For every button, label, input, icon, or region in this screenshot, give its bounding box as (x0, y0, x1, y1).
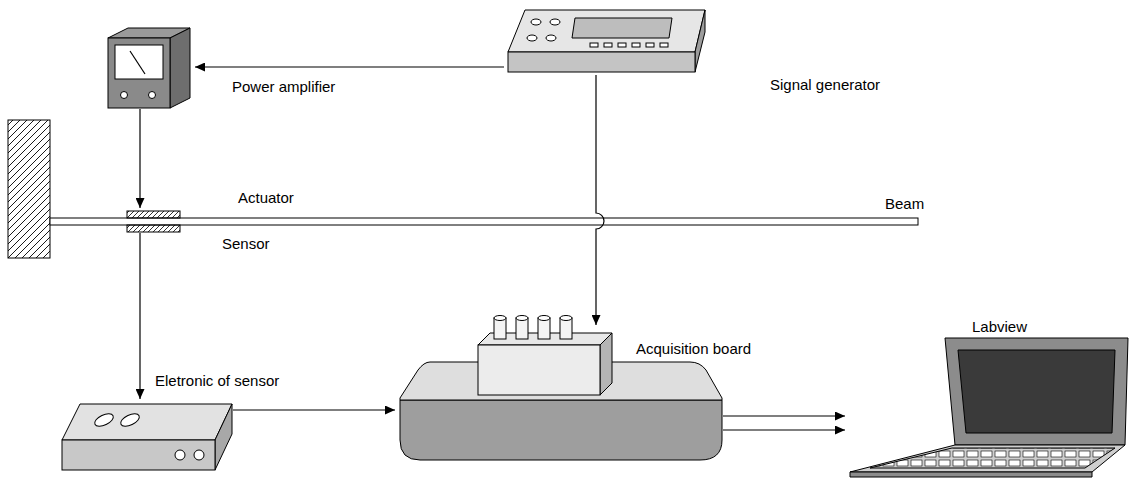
signal-generator-icon (508, 10, 705, 72)
sensor-electronics: Eletronic of sensor (62, 402, 232, 472)
actuator-patch: Actuator (127, 211, 180, 218)
part-label: Beam (885, 195, 924, 212)
device-label: Sensor (222, 235, 270, 252)
sensor-patch (127, 225, 180, 232)
actuator-patch (127, 211, 180, 218)
beam (50, 218, 918, 225)
laptop-icon (850, 338, 1128, 477)
sensor-patch: Sensor (127, 225, 180, 232)
sensor-electronics-icon (62, 404, 232, 470)
device-label: Actuator (238, 189, 294, 206)
signal-arrow (233, 409, 395, 410)
acquisition-board-icon (400, 316, 722, 461)
signal-generator: Signal generator (505, 8, 706, 74)
device-label: Eletronic of sensor (155, 372, 279, 389)
labview-laptop: Labview (848, 338, 1130, 477)
device-label: Labview (972, 318, 1027, 335)
signal-arrow (195, 66, 504, 67)
device-label: Signal generator (770, 76, 880, 93)
signal-arrow (139, 109, 140, 208)
signal-arrow (596, 75, 604, 325)
power-amplifier: Power amplifier (108, 28, 192, 108)
device-label: Power amplifier (232, 78, 335, 95)
signal-arrow (139, 233, 140, 399)
clamp-wall (8, 120, 50, 258)
signal-arrow (723, 415, 845, 416)
signal-arrow (723, 429, 845, 430)
power-amplifier-icon (108, 28, 190, 108)
device-label: Acquisition board (636, 340, 751, 357)
acquisition-board: Acquisition board (398, 328, 722, 462)
